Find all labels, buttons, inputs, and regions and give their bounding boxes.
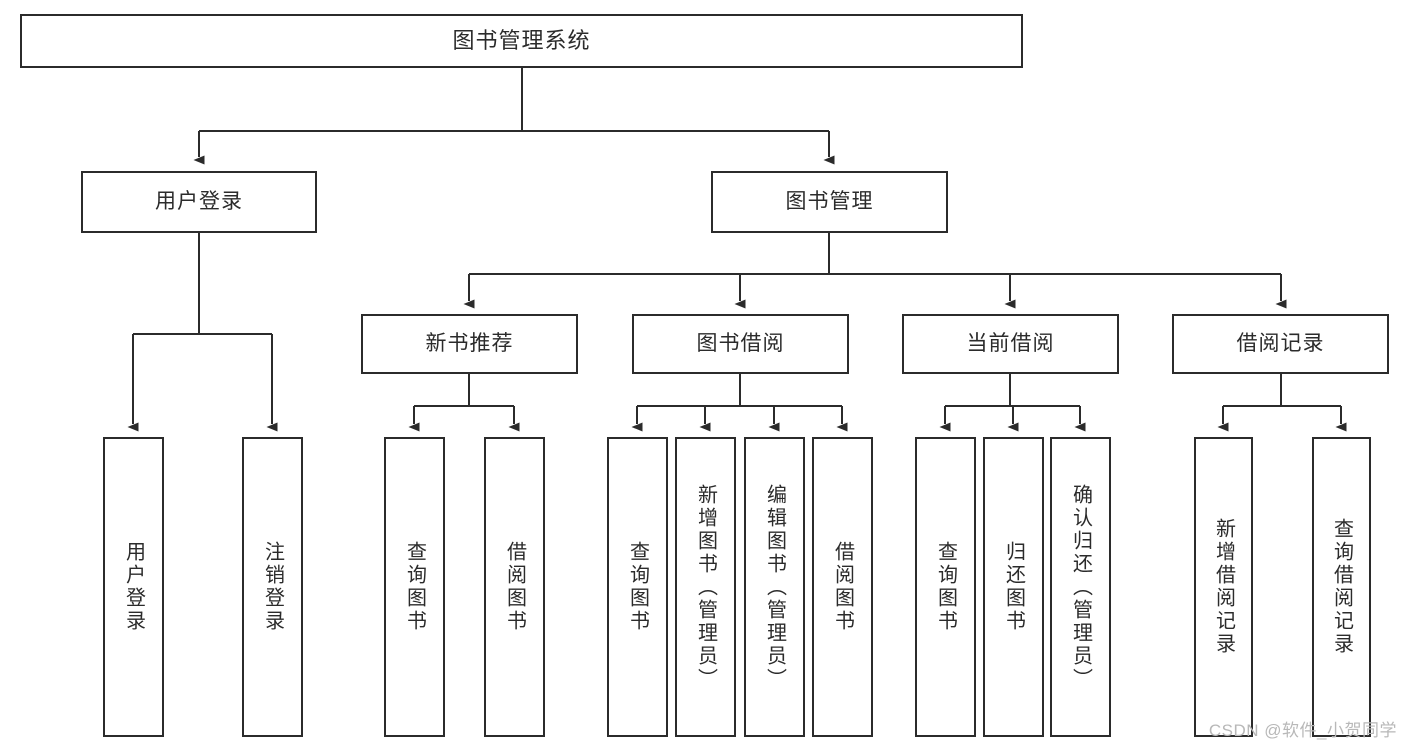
node-label: 新增借阅记录 xyxy=(1212,518,1235,656)
node-label: 编辑图书（管理员） xyxy=(763,483,786,691)
node-label: 归还图书 xyxy=(1002,541,1025,633)
leaf-query-book-current[interactable]: 查询图书 xyxy=(915,437,976,737)
node-book-borrow[interactable]: 图书借阅 xyxy=(632,314,849,374)
node-label: 查询图书 xyxy=(934,541,957,633)
leaf-logout[interactable]: 注销登录 xyxy=(242,437,303,737)
leaf-borrow-book[interactable]: 借阅图书 xyxy=(812,437,873,737)
node-current-borrow[interactable]: 当前借阅 xyxy=(902,314,1119,374)
node-root-system[interactable]: 图书管理系统 xyxy=(20,14,1023,68)
leaf-return-book[interactable]: 归还图书 xyxy=(983,437,1044,737)
node-user-login[interactable]: 用户登录 xyxy=(81,171,317,233)
leaf-add-borrow-record[interactable]: 新增借阅记录 xyxy=(1194,437,1253,737)
node-label: 查询图书 xyxy=(403,541,426,633)
node-book-management[interactable]: 图书管理 xyxy=(711,171,948,233)
node-label: 用户登录 xyxy=(122,541,145,633)
leaf-query-borrow-record[interactable]: 查询借阅记录 xyxy=(1312,437,1371,737)
node-label: 新书推荐 xyxy=(425,331,514,355)
leaf-user-login[interactable]: 用户登录 xyxy=(103,437,164,737)
leaf-borrow-book-recommend[interactable]: 借阅图书 xyxy=(484,437,545,737)
node-label: 图书管理系统 xyxy=(452,28,591,54)
node-label: 借阅记录 xyxy=(1236,331,1325,355)
leaf-edit-book-admin[interactable]: 编辑图书（管理员） xyxy=(744,437,805,737)
leaf-query-book-borrow[interactable]: 查询图书 xyxy=(607,437,668,737)
node-label: 借阅图书 xyxy=(503,541,526,633)
node-borrow-record[interactable]: 借阅记录 xyxy=(1172,314,1389,374)
leaf-confirm-return-admin[interactable]: 确认归还（管理员） xyxy=(1050,437,1111,737)
node-label: 注销登录 xyxy=(261,541,284,633)
node-new-book-recommend[interactable]: 新书推荐 xyxy=(361,314,578,374)
node-label: 图书借阅 xyxy=(696,331,785,355)
node-label: 用户登录 xyxy=(155,189,243,213)
node-label: 图书管理 xyxy=(785,189,874,213)
node-label: 查询图书 xyxy=(626,541,649,633)
leaf-add-book-admin[interactable]: 新增图书（管理员） xyxy=(675,437,736,737)
leaf-query-book-recommend[interactable]: 查询图书 xyxy=(384,437,445,737)
node-label: 借阅图书 xyxy=(831,541,854,633)
node-label: 新增图书（管理员） xyxy=(694,483,717,691)
node-label: 当前借阅 xyxy=(966,331,1055,355)
node-label: 确认归还（管理员） xyxy=(1069,483,1092,691)
node-label: 查询借阅记录 xyxy=(1330,518,1353,656)
